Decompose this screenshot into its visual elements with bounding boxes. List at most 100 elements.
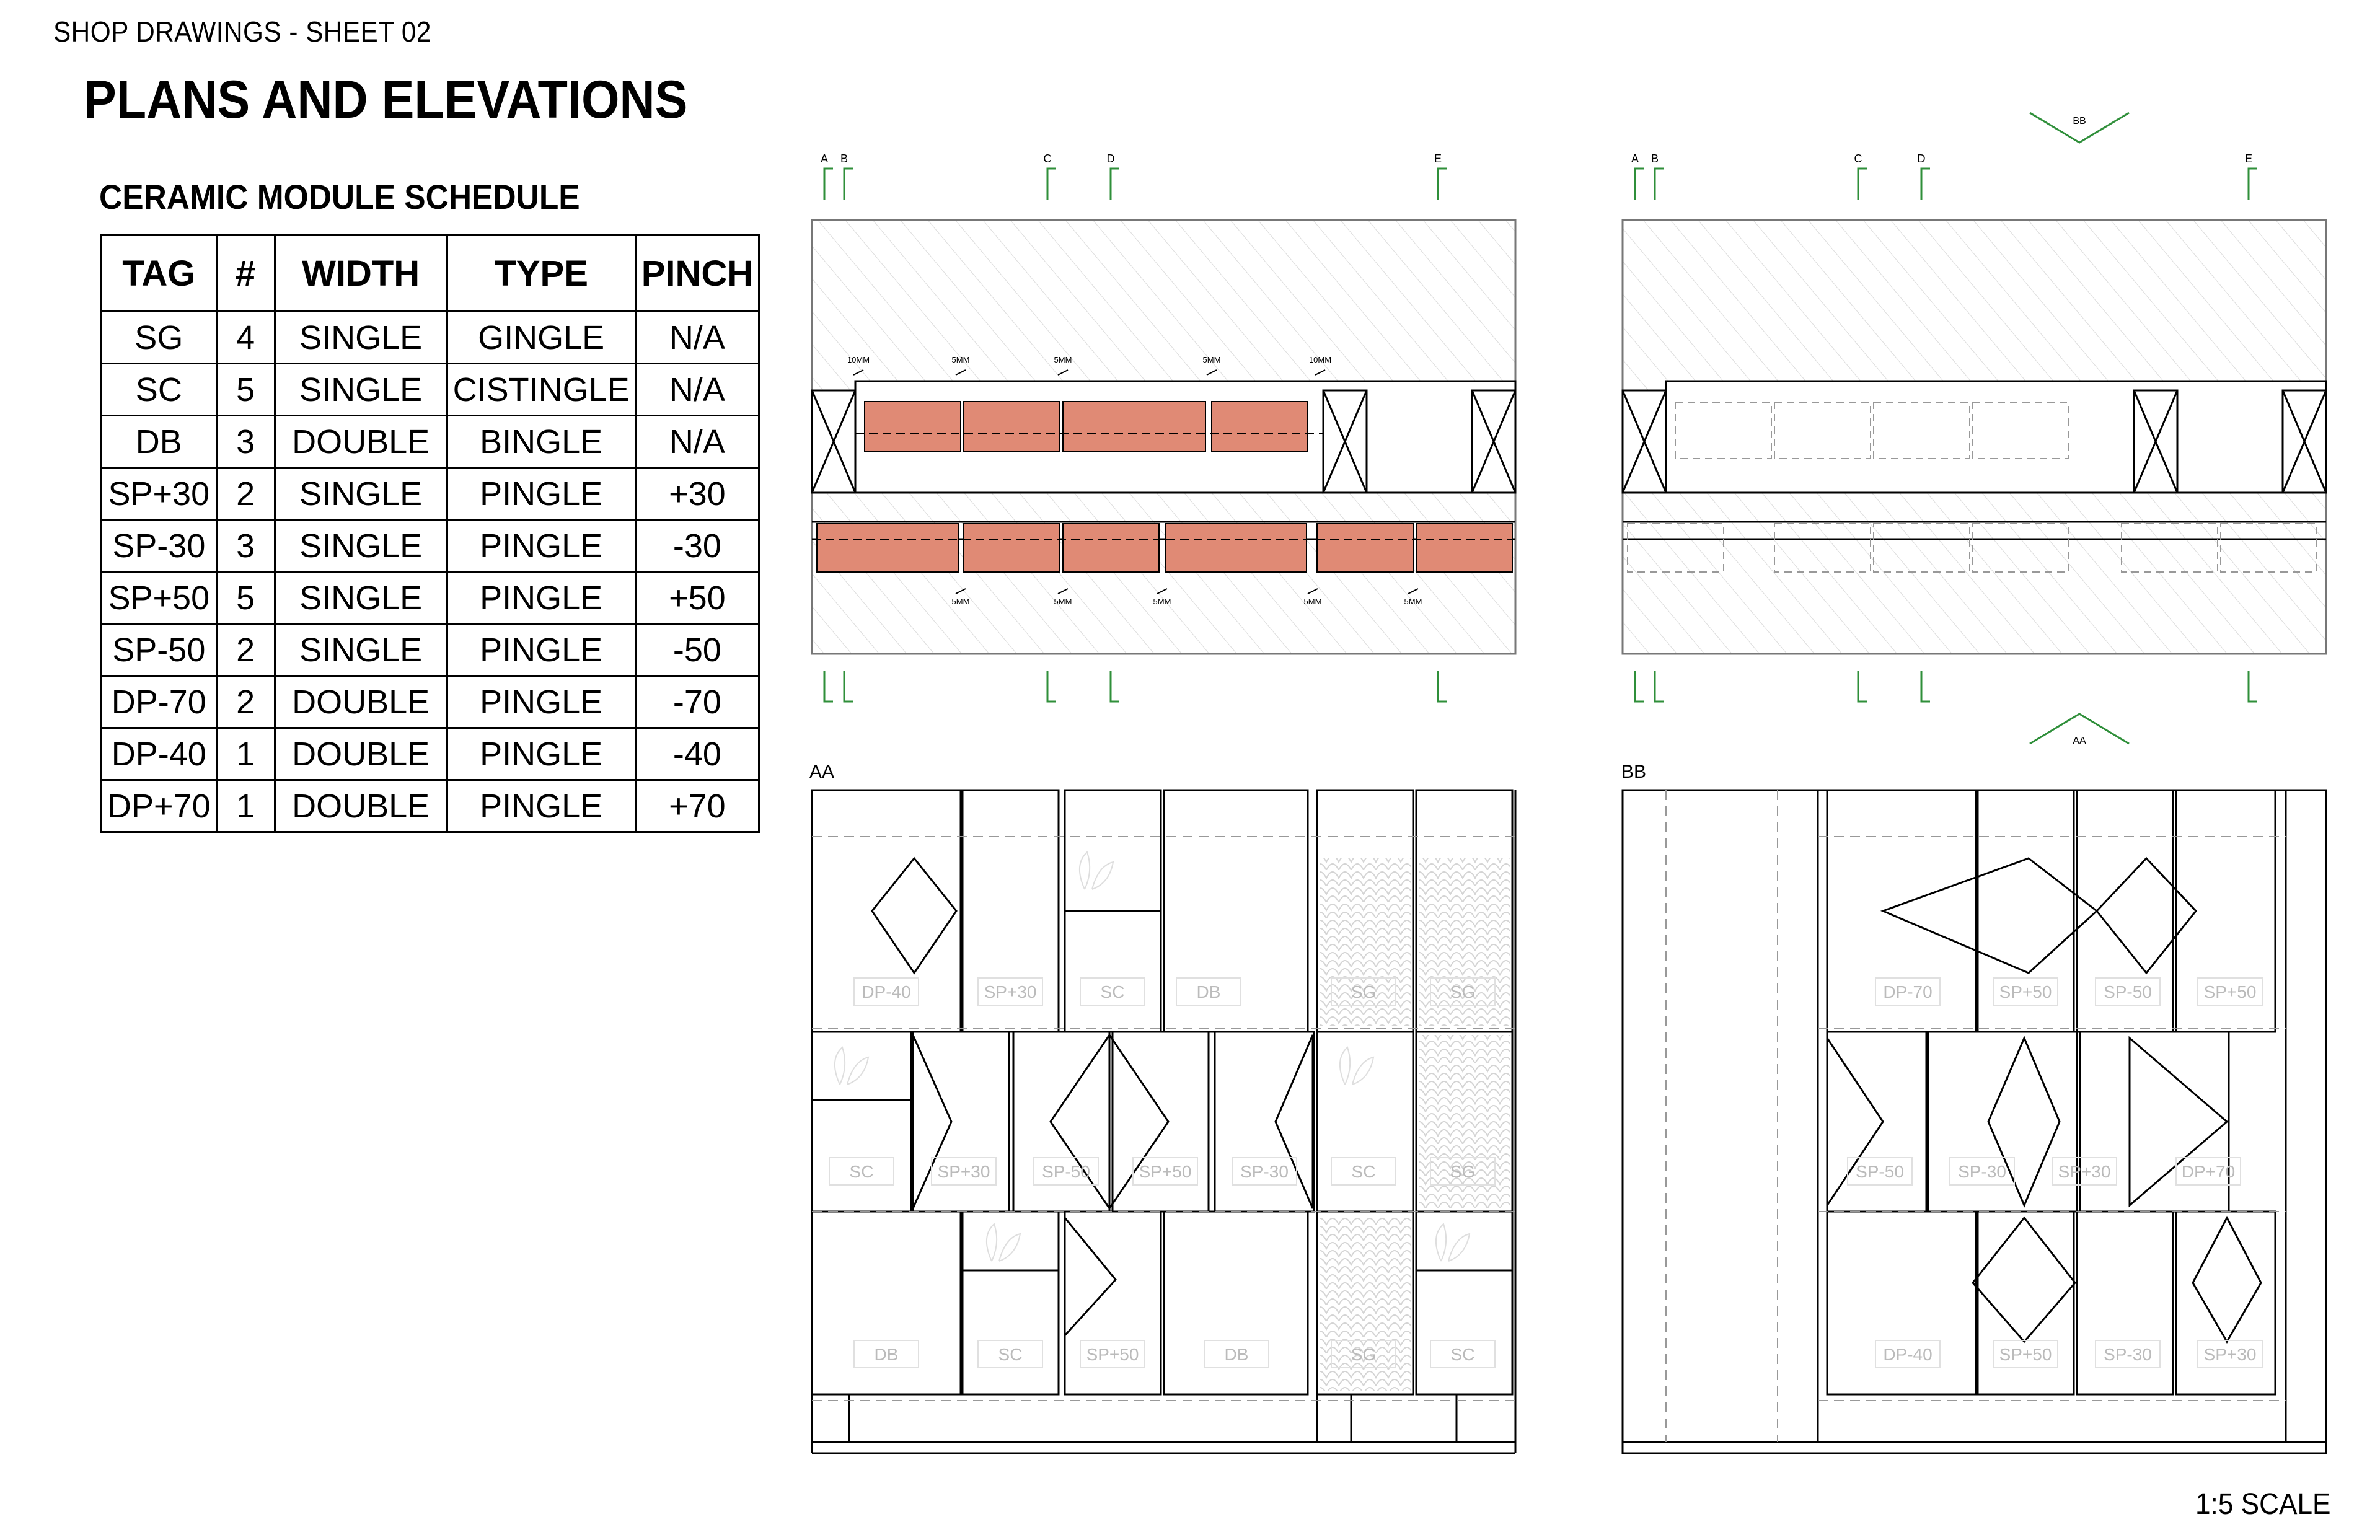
- column-header-width: WIDTH: [273, 234, 448, 312]
- cell-type: BINGLE: [446, 415, 637, 469]
- tile-outline-plan: [1873, 402, 1970, 459]
- ceramic-tile-plan: [1316, 523, 1414, 573]
- cell-count: 2: [215, 675, 276, 729]
- gap-dimension-label: 5MM: [1203, 355, 1221, 364]
- module-tag-label: SP+50: [1139, 1162, 1192, 1181]
- tag-box: [2175, 1157, 2241, 1186]
- tile-module: [2175, 1210, 2276, 1396]
- pinch-triangle: [1826, 1035, 1884, 1208]
- cell-tag: DP-40: [100, 727, 218, 781]
- gap-tick: [955, 369, 966, 376]
- cell-pinch: -50: [634, 623, 760, 677]
- module-tag-label: SP-30: [1958, 1162, 2006, 1181]
- pinch-triangle: [1064, 1215, 1117, 1338]
- pinch-diamond: [1880, 857, 2099, 974]
- module-tag-label: DB: [1225, 1345, 1249, 1364]
- wall-frame: [1665, 380, 2327, 494]
- pinch-diamond: [1049, 1033, 1170, 1210]
- module-tag-label: DP-40: [862, 982, 910, 1001]
- cell-width: SINGLE: [273, 363, 448, 416]
- cell-pinch: +70: [634, 779, 760, 833]
- grid-marker-top: [1437, 167, 1447, 200]
- module-tag-label: DB: [1197, 982, 1221, 1001]
- gap-dimension-label: 5MM: [1404, 597, 1422, 606]
- grid-label-top: B: [840, 152, 848, 165]
- cell-tag: DB: [100, 415, 218, 469]
- section-marker-bb: [2029, 112, 2130, 144]
- module-tag-label: SC: [1352, 1162, 1376, 1181]
- grid-marker-bottom: [1634, 671, 1644, 703]
- tag-box: [1430, 1157, 1496, 1186]
- cell-count: 3: [215, 519, 276, 573]
- sheet-label: SHOP DRAWINGS - SHEET 02: [53, 15, 431, 48]
- gap-tick: [1057, 369, 1069, 376]
- tag-box: [1875, 977, 1941, 1006]
- grid-marker-bottom: [1437, 671, 1447, 703]
- tile-module: [961, 789, 1060, 1033]
- gap-tick: [1206, 369, 1217, 376]
- module-tag-label: SG: [1351, 982, 1376, 1001]
- module-tag-label: SP-30: [2104, 1345, 2152, 1364]
- gap-tick: [1307, 588, 1318, 594]
- module-tag-label: DP-40: [1883, 1345, 1932, 1364]
- grid-marker-bottom: [843, 671, 853, 703]
- grid-label-top: B: [1651, 152, 1659, 165]
- tag-box: [1080, 1340, 1145, 1368]
- column-header-count: #: [215, 234, 276, 312]
- gap-tick: [1157, 588, 1168, 594]
- pinch-triangle: [1274, 1034, 1314, 1209]
- cell-width: SINGLE: [273, 310, 448, 364]
- cell-count: 2: [215, 467, 276, 521]
- module-tag-label: SP+30: [938, 1162, 990, 1181]
- pinch-triangle: [2128, 1036, 2229, 1208]
- pinch-diamond: [2096, 856, 2197, 975]
- tag-box: [1993, 977, 2058, 1006]
- gap-tick: [955, 588, 966, 594]
- cell-width: SINGLE: [273, 571, 448, 625]
- elevation-bb-label: BB: [1621, 762, 1646, 782]
- schedule-title: CERAMIC MODULE SCHEDULE: [99, 177, 580, 216]
- grid-label-top: D: [1107, 152, 1115, 165]
- grid-label-top: A: [821, 152, 828, 165]
- post-cross: [2133, 390, 2179, 493]
- section-marker-bb-label: BB: [2073, 116, 2086, 126]
- module-tag-label: SP+30: [984, 982, 1037, 1001]
- cell-tag: SP-50: [100, 623, 218, 677]
- tag-box: [1430, 977, 1496, 1006]
- tag-box: [977, 977, 1043, 1006]
- tile-module: [811, 1210, 962, 1396]
- gap-dimension-label: 5MM: [1304, 597, 1322, 606]
- cell-width: SINGLE: [273, 623, 448, 677]
- pinch-diamond: [1987, 1036, 2061, 1208]
- tile-outline-plan: [1675, 402, 1772, 459]
- module-tag-label: SP+50: [1086, 1345, 1139, 1364]
- gap-tick: [853, 369, 864, 376]
- cell-pinch: +50: [634, 571, 760, 625]
- frame-post: [2285, 789, 2327, 1443]
- grid-marker-bottom: [2247, 671, 2257, 703]
- cell-pinch: -70: [634, 675, 760, 729]
- table-header-row: TAG # WIDTH TYPE PINCH: [100, 234, 760, 312]
- grid-marker-bottom: [823, 671, 833, 703]
- gap-dimension-label: 10MM: [847, 355, 870, 364]
- cell-width: SINGLE: [273, 467, 448, 521]
- pinch-diamond: [1972, 1216, 2076, 1344]
- gap-dimension-label: 5MM: [952, 355, 970, 364]
- cell-type: PINGLE: [446, 571, 637, 625]
- tag-box: [1875, 1340, 1941, 1368]
- tag-box: [1331, 977, 1396, 1006]
- grid-label-top: C: [1044, 152, 1052, 165]
- tag-box: [1847, 1157, 1913, 1186]
- tag-box: [1204, 1340, 1269, 1368]
- ceramic-tile-plan: [1211, 401, 1308, 452]
- cell-width: DOUBLE: [273, 675, 448, 729]
- tile-module: [1977, 1210, 2075, 1396]
- scale-pattern-fill: [1419, 1035, 1510, 1208]
